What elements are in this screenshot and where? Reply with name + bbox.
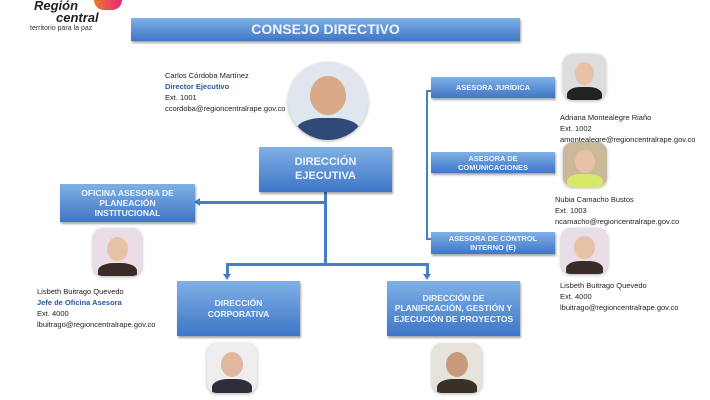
- direccion-ejecutiva-box: DIRECCIÓN EJECUTIVA: [259, 147, 392, 192]
- logo-text: central: [56, 10, 99, 25]
- director-info: Carlos Córdoba Martínez Director Ejecuti…: [165, 70, 285, 114]
- logo-text: Región: [34, 0, 79, 13]
- corporativa-photo: [207, 343, 257, 393]
- person-ext: Ext. 1001: [165, 93, 197, 102]
- person-ext: Ext. 4000: [37, 309, 69, 318]
- director-photo: [288, 62, 368, 140]
- person-ext: Ext. 4000: [560, 292, 592, 301]
- person-role: Director Ejecutivo: [165, 82, 230, 91]
- juridica-info: Adriana Montealegre Riaño Ext. 1002 amon…: [560, 112, 695, 145]
- control-interno-info: Lisbeth Buitrago Quevedo Ext. 4000 lbuit…: [560, 280, 678, 313]
- person-ext: Ext. 1003: [555, 206, 587, 215]
- direccion-planificacion-box: DIRECCIÓN DE PLANIFICACIÓN, GESTIÓN Y EJ…: [387, 281, 520, 336]
- consejo-directivo-box: CONSEJO DIRECTIVO: [131, 18, 520, 41]
- person-name: Lisbeth Buitrago Quevedo: [560, 281, 647, 290]
- asesora-control-interno-box: ASESORA DE CONTROL INTERNO (E): [431, 232, 555, 254]
- person-name: Nubia Camacho Bustos: [555, 195, 634, 204]
- logo-flower-icon: [94, 0, 122, 10]
- direccion-corporativa-box: DIRECCIÓN CORPORATIVA: [177, 281, 300, 336]
- planeacion-info: Lisbeth Buitrago Quevedo Jefe de Oficina…: [37, 286, 155, 330]
- logo-tagline: territorio para la paz: [30, 25, 93, 32]
- person-email[interactable]: lbuitrago@regioncentralrape.gov.co: [37, 320, 156, 329]
- person-email[interactable]: ccordoba@regioncentralrape.gov.co: [165, 104, 286, 113]
- person-email[interactable]: ncamacho@regioncentralrape.gov.co: [555, 217, 680, 226]
- person-ext: Ext. 1002: [560, 124, 592, 133]
- oficina-planeacion-box: OFICINA ASESORA DE PLANEACIÓN INSTITUCIO…: [60, 184, 195, 222]
- person-name: Carlos Córdoba Martínez: [165, 71, 249, 80]
- comunicaciones-photo: [563, 142, 607, 187]
- juridica-photo: [563, 54, 606, 100]
- asesora-comunicaciones-box: ASESORA DE COMUNICACIONES: [431, 152, 555, 173]
- comunicaciones-info: Nubia Camacho Bustos Ext. 1003 ncamacho@…: [555, 194, 679, 227]
- person-name: Adriana Montealegre Riaño: [560, 113, 652, 122]
- planificacion-photo: [432, 343, 482, 393]
- planeacion-photo: [93, 228, 142, 276]
- person-role: Jefe de Oficina Asesora: [37, 298, 122, 307]
- asesora-juridica-box: ASESORA JURÍDICA: [431, 77, 555, 98]
- person-name: Lisbeth Buitrago Quevedo: [37, 287, 124, 296]
- person-email[interactable]: amontealegre@regioncentralrape.gov.co: [560, 135, 696, 144]
- control-interno-photo: [561, 228, 608, 274]
- person-email[interactable]: lbuitrago@regioncentralrape.gov.co: [560, 303, 679, 312]
- logo: Región central territorio para la paz: [28, 0, 138, 34]
